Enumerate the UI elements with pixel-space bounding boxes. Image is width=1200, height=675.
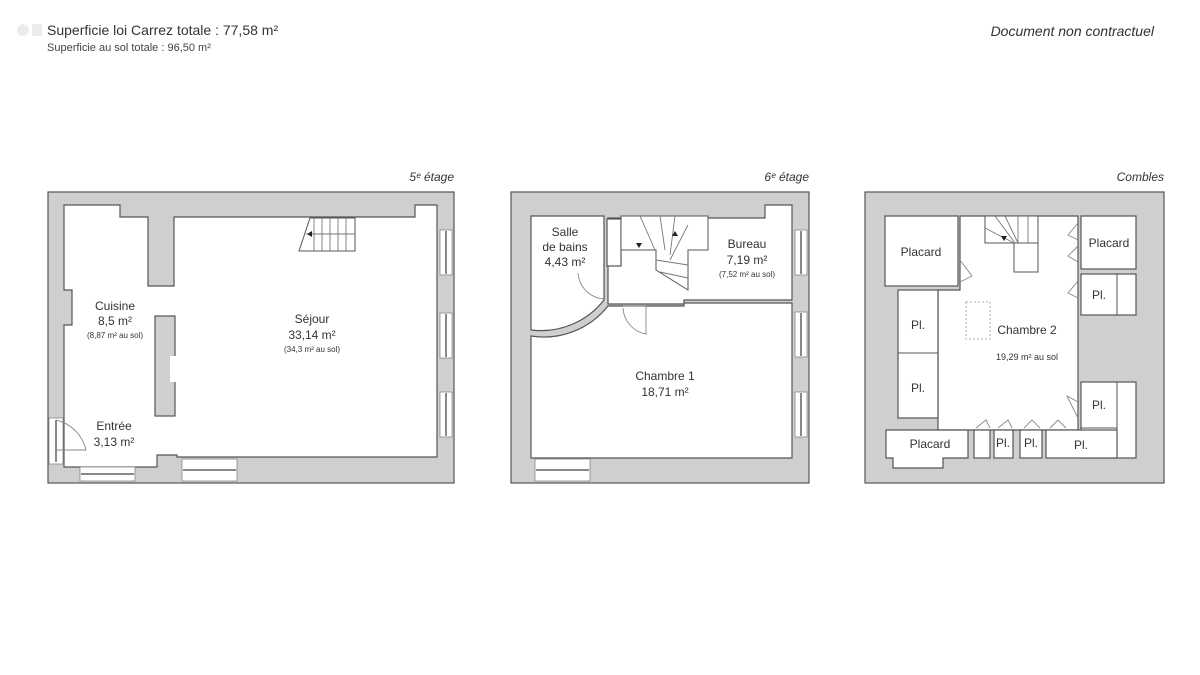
room-name-sejour: Séjour <box>295 312 330 326</box>
staircase-icon <box>620 215 709 291</box>
pl-bottom-1: Pl. <box>996 436 1010 450</box>
pl-right-1: Pl. <box>1092 288 1106 302</box>
disclaimer: Document non contractuel <box>990 23 1154 39</box>
room-area-sejour: 33,14 m² <box>288 328 335 342</box>
room-name-entree: Entrée <box>96 419 132 433</box>
room-floor-area-sejour: (34,3 m² au sol) <box>284 345 340 354</box>
room-area-entree: 3,13 m² <box>94 435 135 449</box>
carrez-total-area: Superficie loi Carrez totale : 77,58 m² <box>47 22 279 38</box>
placard-bottom-left: Placard <box>910 437 951 451</box>
room-area-sdb: 4,43 m² <box>545 255 586 269</box>
floor-label-5e: 5ᵉ étage <box>409 170 454 184</box>
room-floor-area-bureau: (7,52 m² au sol) <box>719 270 775 279</box>
watermark-logo-icon <box>17 24 42 36</box>
pl-bottom-2: Pl. <box>1024 436 1038 450</box>
plan-combles: Placard Placard Pl. Pl. Pl. Pl. Placard … <box>864 191 1165 484</box>
room-area-cuisine: 8,5 m² <box>98 314 132 328</box>
room-area-chambre1: 18,71 m² <box>641 385 688 399</box>
staircase-icon <box>984 215 1039 273</box>
pl-right-2: Pl. <box>1092 398 1106 412</box>
floor-total-area: Superficie au sol totale : 96,50 m² <box>47 42 211 54</box>
pl-bottom-3: Pl. <box>1074 438 1088 452</box>
room-name-chambre1: Chambre 1 <box>635 369 695 383</box>
room-name-sdb-2: de bains <box>542 240 587 254</box>
room-area-bureau: 7,19 m² <box>727 253 768 267</box>
pl-left-2: Pl. <box>911 381 925 395</box>
plan-6e-etage: Salle de bains 4,43 m² Bureau 7,19 m² (7… <box>510 191 810 484</box>
room-name-chambre2: Chambre 2 <box>997 323 1057 337</box>
room-name-cuisine: Cuisine <box>95 299 135 313</box>
room-floor-area-cuisine: (8,87 m² au sol) <box>87 331 143 340</box>
placard-top-right: Placard <box>1089 236 1130 250</box>
room-floor-area-chambre2: 19,29 m² au sol <box>996 352 1058 362</box>
room-name-sdb-1: Salle <box>552 225 579 239</box>
floor-label-6e: 6ᵉ étage <box>764 170 809 184</box>
pl-left-1: Pl. <box>911 318 925 332</box>
floor-label-combles: Combles <box>1116 170 1164 184</box>
staircase-icon <box>298 217 356 252</box>
placard-top-left: Placard <box>901 245 942 259</box>
room-name-bureau: Bureau <box>728 237 767 251</box>
plan-5e-etage: Cuisine 8,5 m² (8,87 m² au sol) Séjour 3… <box>47 191 455 484</box>
